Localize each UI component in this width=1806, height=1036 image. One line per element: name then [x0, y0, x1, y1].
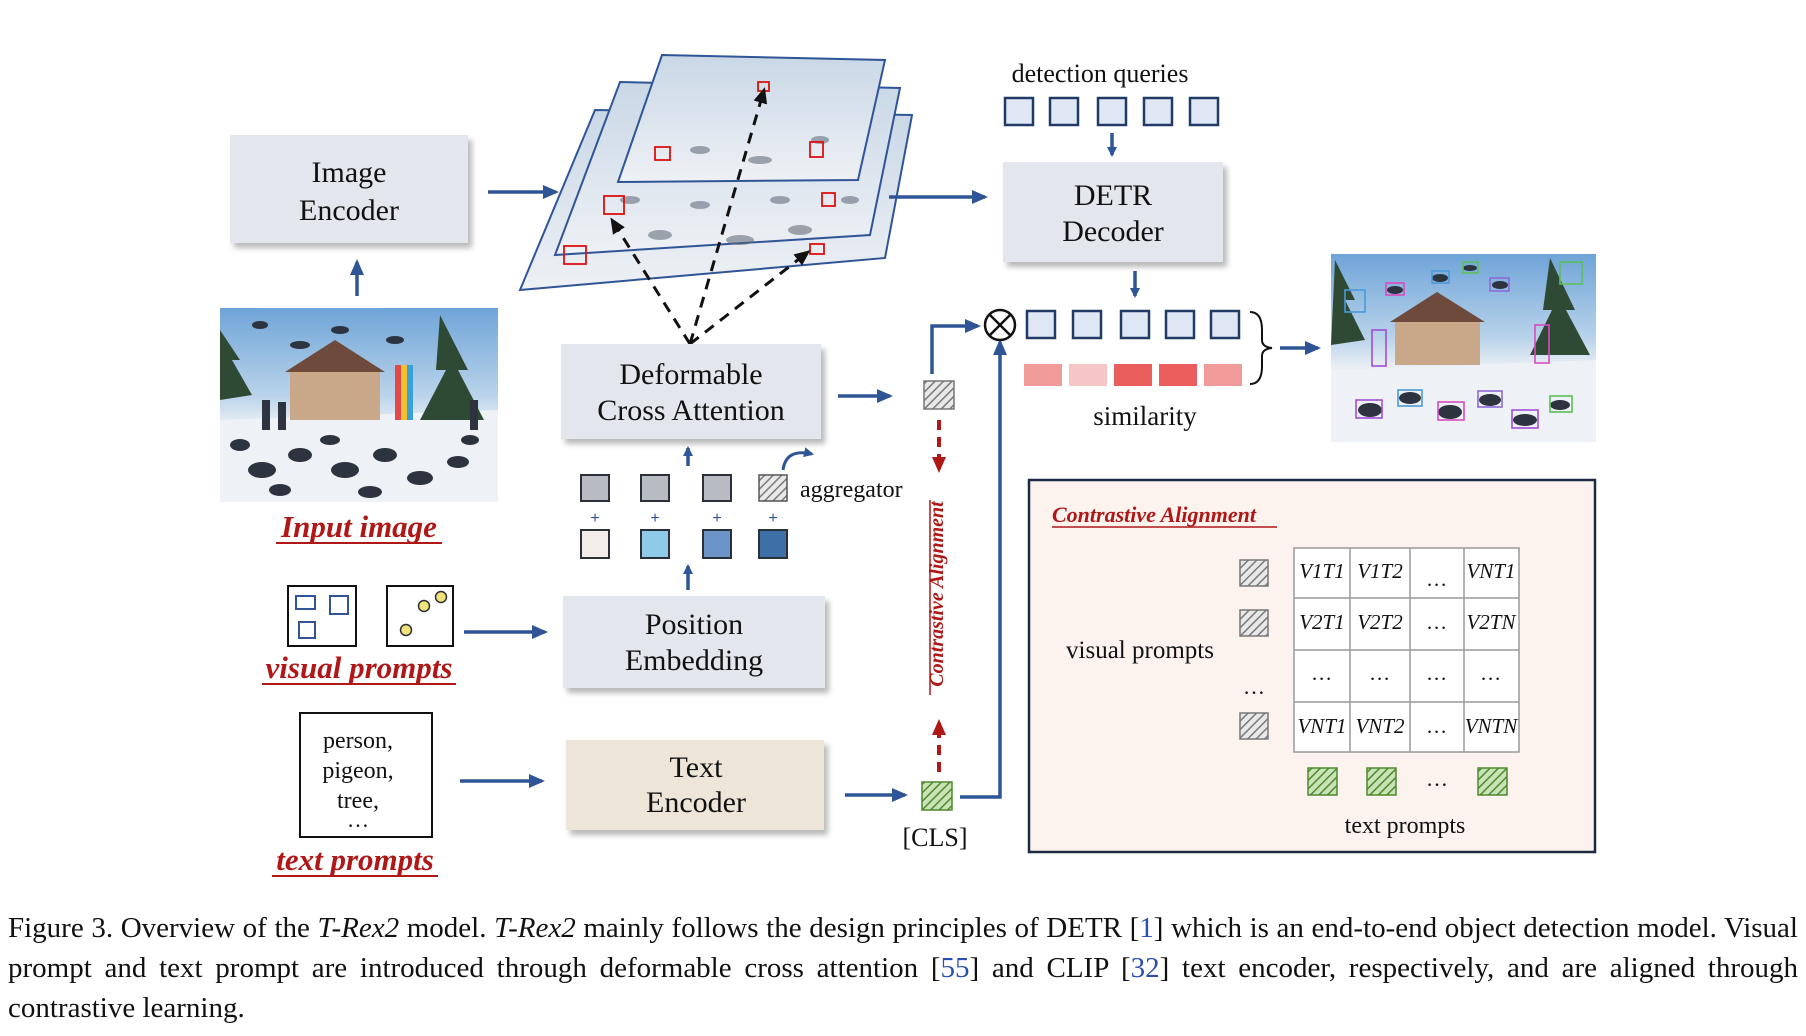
- matrix-cell: VNT2: [1355, 714, 1405, 738]
- aggregator-label: aggregator: [800, 477, 903, 503]
- t-rex2-overview-diagram: Image Encoder Input image: [220, 53, 1597, 877]
- deformable-line1: Deformable: [619, 358, 762, 391]
- caption-text: ] and CLIP [: [969, 952, 1131, 984]
- contrastive-alignment-vertical-label: Contrastive Alignment: [926, 500, 948, 687]
- detr-decoder-box: DETR Decoder: [1003, 162, 1223, 262]
- svg-text:+: +: [590, 510, 599, 527]
- output-brace: [1249, 311, 1273, 385]
- matrix-cell: …: [1371, 661, 1390, 685]
- similarity-matrix: V1T1 V1T2 … VNT1 V2T1 V2T2 … V2TN … … … …: [1293, 547, 1520, 753]
- position-embedding-box: Position Embedding: [563, 596, 825, 688]
- text-prompt-word-2: tree,: [337, 788, 379, 814]
- detection-query-squares: [1003, 96, 1220, 127]
- caption-model-name: T-Rex2: [494, 912, 576, 944]
- input-image: [220, 308, 498, 502]
- matrix-cell: V2T1: [1299, 610, 1345, 634]
- visual-prompt-icons: [287, 585, 454, 647]
- text-prompts-label: text prompts: [276, 842, 434, 877]
- matrix-cell: …: [1482, 661, 1501, 685]
- position-embedding-line1: Position: [645, 608, 743, 641]
- caption-text: model.: [399, 912, 495, 944]
- sampling-arrows: [610, 87, 811, 346]
- svg-text:+: +: [712, 510, 721, 527]
- position-cell-3: [758, 529, 788, 559]
- similarity-cell-0: [1024, 364, 1062, 386]
- cls-label: [CLS]: [903, 823, 968, 852]
- detr-decoder-line1: DETR: [1074, 179, 1152, 212]
- multiply-symbol: [983, 308, 1017, 342]
- matrix-cell: …: [1428, 661, 1447, 685]
- citation-link[interactable]: 1: [1139, 912, 1154, 944]
- panel-bottom-dots: …: [1426, 766, 1448, 791]
- matrix-cell: VNT1: [1297, 714, 1346, 738]
- deformable-line2: Cross Attention: [597, 394, 785, 427]
- caption-text: mainly follows the design principles of …: [575, 912, 1140, 944]
- figure-caption: Figure 3. Overview of the T-Rex2 model. …: [8, 908, 1798, 1028]
- feature-map-stack: [518, 53, 914, 292]
- matrix-cell: V2T2: [1357, 610, 1403, 634]
- query-embedding-grid: + + + +: [580, 474, 788, 559]
- position-cell-2: [702, 529, 732, 559]
- arrow-cls-to-multiply: [960, 339, 1007, 799]
- matrix-cell: V1T1: [1299, 559, 1345, 583]
- caption-model-name: T-Rex2: [317, 912, 400, 944]
- output-image: [1331, 254, 1596, 442]
- panel-text-tokens: [1307, 767, 1508, 796]
- text-encoder-box: Text Encoder: [566, 740, 824, 830]
- text-prompt-word-1: pigeon,: [322, 758, 393, 784]
- text-prompt-word-3: …: [347, 807, 369, 832]
- similarity-cell-3: [1159, 364, 1197, 386]
- panel-visual-prompts-label: visual prompts: [1066, 637, 1214, 664]
- panel-visual-tokens: [1239, 559, 1269, 740]
- image-encoder-line2: Encoder: [299, 194, 399, 227]
- input-image-label: Input image: [280, 509, 437, 544]
- similarity-cell-2: [1114, 364, 1152, 386]
- visual-prompts-label: visual prompts: [266, 650, 453, 685]
- image-encoder-line1: Image: [312, 156, 387, 189]
- similarity-cell-4: [1204, 364, 1242, 386]
- aggregator-arrow: [781, 447, 814, 471]
- detr-decoder-line2: Decoder: [1062, 215, 1164, 248]
- matrix-cell: …: [1313, 661, 1332, 685]
- panel-left-dots: …: [1243, 674, 1265, 699]
- citation-link[interactable]: 55: [940, 952, 970, 984]
- caption-text: ] which is an end-to-end object detectio…: [8, 912, 1798, 984]
- similarity-label: similarity: [1093, 401, 1197, 431]
- matrix-cell: VNTN: [1465, 714, 1519, 738]
- position-cell-1: [640, 529, 670, 559]
- detection-queries-label: detection queries: [1012, 59, 1189, 88]
- caption-text: ] text encoder, respectively, and are al…: [8, 952, 1798, 1024]
- similarity-bar: [1024, 364, 1242, 386]
- visual-prompt-token: [923, 380, 955, 410]
- position-cell-0: [580, 529, 610, 559]
- image-encoder-box: Image Encoder: [230, 135, 468, 243]
- text-encoder-line1: Text: [670, 751, 724, 784]
- matrix-cell: …: [1428, 610, 1447, 634]
- contrastive-alignment-panel: Contrastive Alignment visual prompts … V…: [1027, 478, 1597, 854]
- matrix-cell: …: [1428, 714, 1447, 738]
- decoder-output-squares: [1025, 309, 1241, 340]
- arrow-visual-token-to-multiply: [930, 319, 981, 374]
- svg-text:+: +: [650, 510, 659, 527]
- citation-link[interactable]: 32: [1130, 952, 1160, 984]
- matrix-cell: VNT1: [1466, 559, 1515, 583]
- matrix-cell: V2TN: [1466, 610, 1516, 634]
- panel-title: Contrastive Alignment: [1052, 502, 1257, 527]
- deformable-cross-attention-box: Deformable Cross Attention: [561, 344, 821, 439]
- panel-text-prompts-label: text prompts: [1345, 813, 1466, 839]
- text-encoder-line2: Encoder: [646, 786, 746, 819]
- text-prompt-word-0: person,: [323, 728, 393, 754]
- matrix-cell: V1T2: [1357, 559, 1403, 583]
- cls-text-token: [921, 781, 953, 811]
- matrix-cell: …: [1428, 567, 1447, 591]
- text-prompt-box: person, pigeon, tree, …: [299, 712, 433, 838]
- similarity-cell-1: [1069, 364, 1107, 386]
- caption-prefix: Figure 3. Overview of the: [8, 912, 318, 944]
- svg-text:+: +: [768, 510, 777, 527]
- position-embedding-line2: Embedding: [625, 644, 763, 677]
